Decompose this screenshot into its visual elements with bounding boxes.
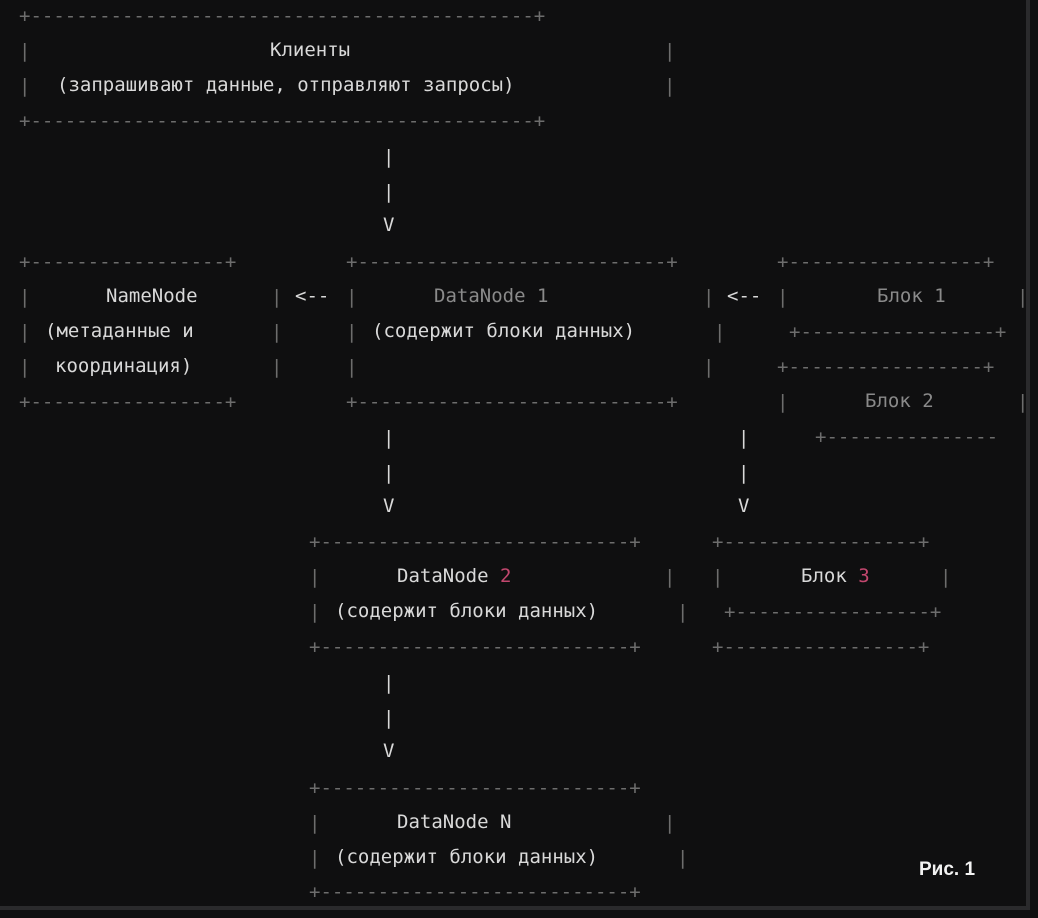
block3-box-left-edge: | (712, 566, 724, 588)
block2-box-bottom-border: +--------------- (815, 426, 999, 448)
clients-box-right-edge-2: | (664, 75, 676, 97)
datanode1-box-left-edge-2: | (346, 321, 358, 343)
arrow-shaft: | (738, 462, 750, 484)
datanode2-title: DataNode 2 (397, 565, 512, 587)
namenode-box-left-edge-2: | (19, 321, 31, 343)
datanode2-box-right-edge-2: | (677, 601, 689, 623)
clients-box-bottom-border: +---------------------------------------… (19, 110, 546, 132)
datanodeN-box-bottom-border: +---------------------------+ (309, 881, 641, 903)
datanode1-description: (содержит блоки данных) (372, 320, 636, 342)
block2-box-top-border: +-----------------+ (777, 356, 995, 378)
block2-box-right-edge: | (1017, 391, 1029, 413)
arrow-left-namenode: <-- (295, 285, 330, 307)
datanodeN-description: (содержит блоки данных) (335, 846, 599, 868)
datanode1-box-right-edge-2: | (714, 321, 726, 343)
clients-box-left-edge-2: | (19, 75, 31, 97)
arrow-down-head: V (738, 495, 750, 517)
namenode-box-right-edge-3: | (271, 356, 283, 378)
datanode1-title: DataNode 1 (434, 285, 549, 307)
block2-label: Блок 2 (865, 390, 934, 412)
block3-box-right-edge: | (940, 566, 952, 588)
datanodeN-box-right-edge-2: | (677, 847, 689, 869)
namenode-description-1: (метаданные и (45, 320, 194, 342)
datanodeN-box-right-edge: | (664, 812, 676, 834)
datanode1-box-top-border: +---------------------------+ (346, 251, 678, 273)
arrow-left-datanode1: <-- (727, 285, 762, 307)
datanode1-box-left-edge-3: | (346, 356, 358, 378)
block1-box-bottom-border: +-----------------+ (789, 321, 1007, 343)
block1-box-right-edge: | (1017, 286, 1029, 308)
clients-box-top-border: +---------------------------------------… (19, 5, 546, 27)
namenode-description-2: координация) (55, 355, 193, 377)
block3-box-top-border: +-----------------+ (712, 531, 930, 553)
namenode-box-left-edge-3: | (19, 356, 31, 378)
block3-inner-border: +-----------------+ (724, 601, 942, 623)
arrow-shaft: | (383, 146, 395, 168)
datanodeN-box-left-edge-2: | (309, 847, 321, 869)
block2-box-left-edge: | (777, 391, 789, 413)
namenode-title: NameNode (106, 285, 198, 307)
clients-box-right-edge: | (664, 40, 676, 62)
clients-box-left-edge: | (19, 40, 31, 62)
datanode1-box-right-edge-3: | (703, 356, 715, 378)
arrow-shaft: | (383, 672, 395, 694)
namenode-box-right-edge: | (271, 286, 283, 308)
block3-label: Блок 3 (801, 565, 870, 587)
datanodeN-title: DataNode N (397, 811, 512, 833)
arrow-down-head: V (383, 740, 395, 762)
arrow-down-head: V (383, 495, 395, 517)
datanode1-box-right-edge: | (703, 286, 715, 308)
clients-title: Клиенты (270, 39, 351, 61)
block1-label: Блок 1 (877, 285, 946, 307)
datanodeN-box-top-border: +---------------------------+ (309, 777, 641, 799)
datanode2-box-left-edge: | (309, 566, 321, 588)
arrow-down-head: V (383, 214, 395, 236)
arrow-shaft: | (383, 707, 395, 729)
namenode-box-right-edge-2: | (271, 321, 283, 343)
block1-box-left-edge: | (777, 286, 789, 308)
datanode2-box-right-edge: | (664, 566, 676, 588)
datanode2-box-left-edge-2: | (309, 601, 321, 623)
namenode-box-left-edge: | (19, 286, 31, 308)
arrow-shaft: | (383, 181, 395, 203)
datanode2-description: (содержит блоки данных) (335, 600, 599, 622)
datanodeN-box-left-edge: | (309, 812, 321, 834)
block3-box-bottom-border: +-----------------+ (712, 636, 930, 658)
clients-description: (запрашивают данные, отправляют запросы) (57, 74, 515, 96)
arrow-shaft: | (383, 462, 395, 484)
namenode-box-bottom-border: +-----------------+ (19, 391, 237, 413)
namenode-box-top-border: +-----------------+ (19, 251, 237, 273)
datanode1-box-left-edge: | (346, 286, 358, 308)
block1-box-top-border: +-----------------+ (777, 251, 995, 273)
datanode1-box-bottom-border: +---------------------------+ (346, 391, 678, 413)
figure-caption: Рис. 1 (919, 859, 976, 880)
arrow-shaft: | (738, 427, 750, 449)
datanode2-box-bottom-border: +---------------------------+ (309, 636, 641, 658)
datanode2-box-top-border: +---------------------------+ (309, 531, 641, 553)
arrow-shaft: | (383, 427, 395, 449)
